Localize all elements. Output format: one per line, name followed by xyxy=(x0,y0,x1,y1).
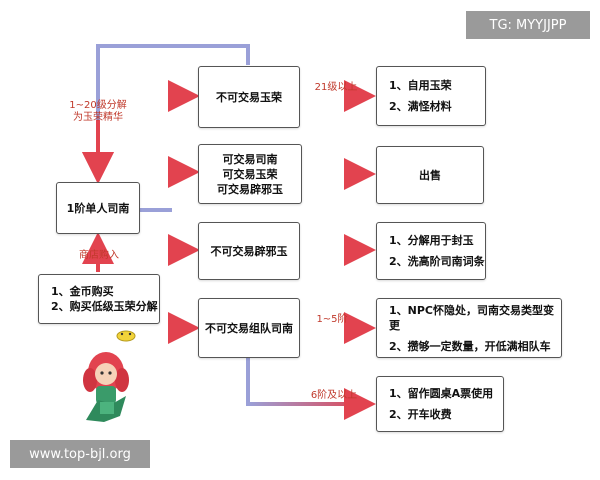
node-r4-line-1: 1、NPC怀隐处，司南交易类型变更 xyxy=(389,303,554,332)
label-decompose: 1~20级分解 为玉荣精华 xyxy=(66,100,130,124)
node-b3: 不可交易辟邪玉 xyxy=(198,222,300,280)
node-r4-line-2: 2、攒够一定数量，开低满相队车 xyxy=(389,339,551,353)
node-b4: 不可交易组队司南 xyxy=(198,298,300,358)
node-source-line-1: 1、金币购买 xyxy=(51,285,114,298)
node-source-line-2: 2、购买低级玉荣分解 xyxy=(51,300,158,313)
node-r3-line-1: 1、分解用于封玉 xyxy=(389,234,474,247)
node-b4-line-1: 不可交易组队司南 xyxy=(205,321,293,335)
node-r5-line-1: 1、留作圆桌A票使用 xyxy=(389,387,494,400)
character-sprite xyxy=(83,330,136,422)
label-lvl1-5: 1~5阶 xyxy=(316,314,348,325)
label-decompose-line-2: 为玉荣精华 xyxy=(73,112,123,123)
label-lvl6: 6阶及以上 xyxy=(310,390,358,401)
node-b2-line-2: 可交易玉荣 xyxy=(222,167,278,181)
node-r5-line-2: 2、开车收费 xyxy=(389,408,452,421)
b4-to-r5 xyxy=(246,358,376,420)
node-b2-line-1: 可交易司南 xyxy=(222,152,278,166)
node-r1-line-2: 2、满怪材料 xyxy=(389,100,452,113)
node-r5: 1、留作圆桌A票使用 2、开车收费 xyxy=(376,376,504,432)
watermark-site: www.top-bjl.org xyxy=(10,440,150,468)
node-b2: 可交易司南 可交易玉荣 可交易辟邪玉 xyxy=(198,144,302,204)
node-source: 1、金币购买 2、购买低级玉荣分解 xyxy=(38,274,160,324)
node-r2-line-1: 出售 xyxy=(419,168,441,182)
node-b1-line-1: 不可交易玉荣 xyxy=(216,90,282,104)
node-center-line-1: 1阶单人司南 xyxy=(66,201,130,215)
label-lvl21: 21级以上 xyxy=(314,82,358,93)
loop-connector xyxy=(82,44,250,184)
node-center: 1阶单人司南 xyxy=(56,182,140,234)
node-r3-line-2: 2、洗高阶司南词条 xyxy=(389,255,485,268)
node-b1: 不可交易玉荣 xyxy=(198,66,300,128)
node-b3-line-1: 不可交易辟邪玉 xyxy=(210,244,288,258)
node-r3: 1、分解用于封玉 2、洗高阶司南词条 xyxy=(376,222,486,280)
node-r2: 出售 xyxy=(376,146,484,204)
node-r1: 1、自用玉荣 2、满怪材料 xyxy=(376,66,486,126)
node-r4: 1、NPC怀隐处，司南交易类型变更 2、攒够一定数量，开低满相队车 xyxy=(376,298,562,358)
node-r1-line-1: 1、自用玉荣 xyxy=(389,79,452,92)
label-decompose-line-1: 1~20级分解 xyxy=(69,100,127,111)
label-shop: 商店购入 xyxy=(79,250,119,261)
node-b2-line-3: 可交易辟邪玉 xyxy=(217,182,283,196)
watermark-tg: TG: MYYJJPP xyxy=(466,11,590,39)
